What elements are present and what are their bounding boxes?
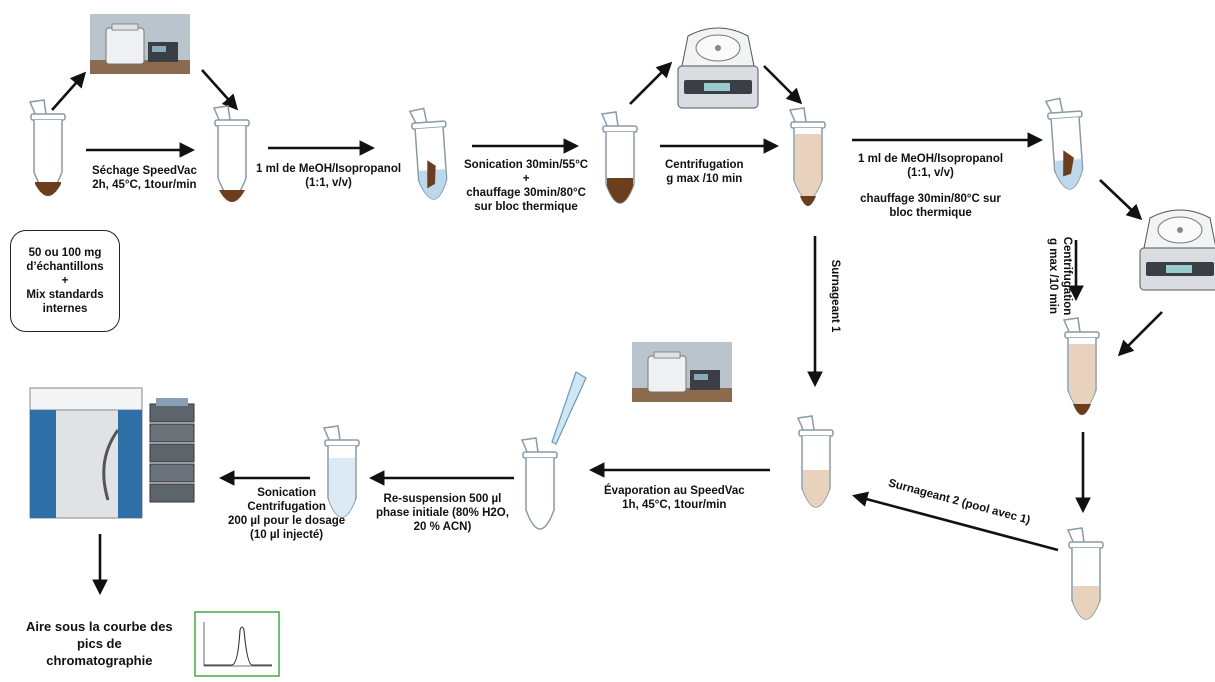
arrow-to-centrifuge1 — [629, 61, 673, 105]
label-evaporation: Évaporation au SpeedVac 1h, 45°C, 1tour/… — [604, 485, 745, 511]
centrifuge-icon-1 — [677, 27, 759, 109]
label-centrifugation2: Centrifugation g max /10 min — [1047, 236, 1073, 316]
arrows — [51, 61, 1163, 596]
chromatogram-thumbnail — [194, 611, 280, 677]
arrow-from-centrifuge1 — [763, 65, 803, 105]
start-box-line-2: d’échantillons — [26, 261, 104, 273]
tube-solvent-added — [408, 106, 452, 201]
centrifuge-icon-2 — [1139, 209, 1215, 291]
speedvac-photo-2 — [631, 341, 733, 403]
start-box-line-5: internes — [42, 303, 88, 315]
tube-resuspension — [521, 437, 558, 530]
tube-supernatant2 — [1067, 527, 1104, 620]
label-final-prep: Sonication Centrifugation 200 µl pour le… — [228, 487, 346, 541]
tube-sample-initial — [29, 99, 66, 196]
arrow-to-centrifuge2 — [1099, 179, 1143, 221]
tube-pooled-supernatant — [797, 415, 834, 508]
label-resuspension: Re-suspension 500 µl phase initiale (80%… — [376, 493, 509, 533]
start-box-line-3: + — [61, 275, 69, 287]
label-supernatant1: Surnageant 1 — [829, 259, 841, 333]
lcms-instrument-icon — [29, 387, 195, 519]
start-box-line-1: 50 ou 100 mg — [28, 247, 102, 259]
label-solvent1: 1 ml de MeOH/Isopropanol (1:1, v/v) — [256, 163, 402, 189]
pipette-tip-icon — [551, 371, 587, 445]
label-solvent2: 1 ml de MeOH/Isopropanol (1:1, v/v) chau… — [858, 153, 1004, 219]
label-centrifugation1: Centrifugation g max /10 min — [665, 159, 744, 185]
arrow-from-speedvac-photo — [201, 69, 239, 111]
arrow-supernatant2 — [851, 491, 1059, 552]
tube-after-sonication — [601, 111, 638, 204]
tube-solvent2-added — [1044, 96, 1088, 191]
start-box-line-4: Mix standards — [26, 289, 104, 301]
speedvac-photo-1 — [89, 13, 191, 75]
tube-after-centrifugation2 — [1063, 317, 1100, 415]
sample-start-box: 50 ou 100 mg d’échantillons + Mix standa… — [10, 230, 120, 332]
arrow-to-speedvac-photo — [51, 71, 87, 111]
label-speedvac-dry: Séchage SpeedVac 2h, 45°C, 1tour/min — [92, 165, 197, 191]
label-sonication1: Sonication 30min/55°C + chauffage 30min/… — [464, 159, 589, 213]
tube-after-centrifugation1 — [789, 107, 826, 206]
tube-sample-dried — [213, 105, 250, 202]
arrow-from-centrifuge2 — [1117, 311, 1163, 357]
label-result: Aire sous la courbe des pics de chromato… — [26, 619, 173, 668]
tube-final-sample — [323, 425, 360, 518]
